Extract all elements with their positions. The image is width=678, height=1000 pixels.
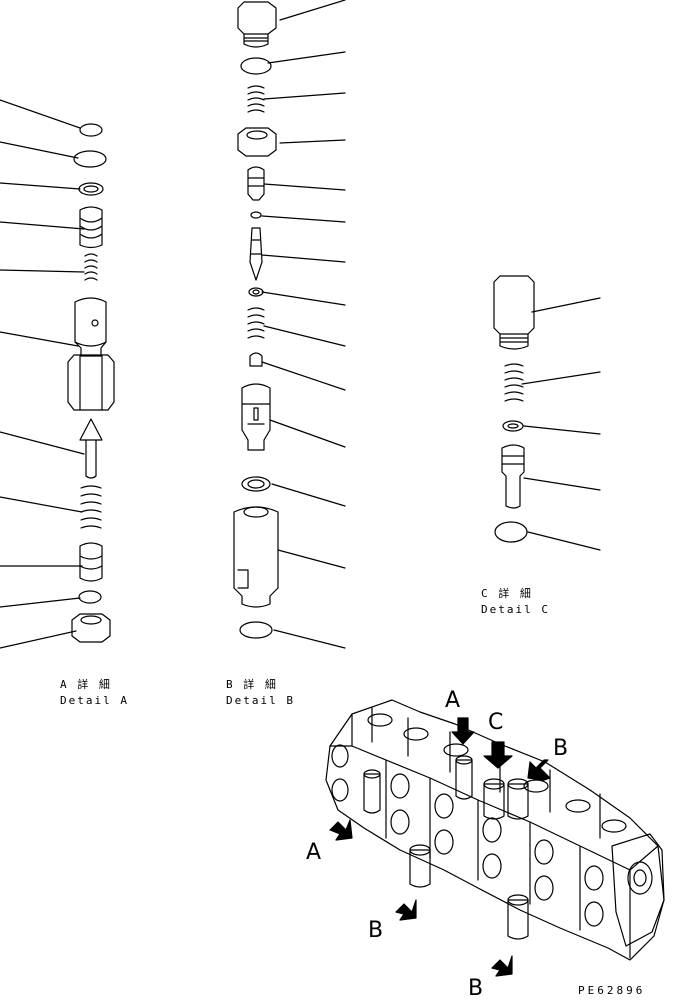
arrow-a-top — [451, 717, 475, 745]
detail-b-title-en: Detail B — [226, 694, 295, 707]
detail-a-title-en: Detail A — [60, 694, 129, 707]
arrow-a-left — [329, 819, 353, 841]
detail-c-title-en: Detail C — [481, 603, 550, 616]
detail-b-leaders — [261, 0, 346, 649]
detail-b-title-jp: B 詳 細 — [226, 678, 278, 691]
arrow-c — [483, 741, 513, 769]
arrow-b-mid — [395, 899, 417, 921]
detail-a-parts — [0, 99, 115, 649]
view-marker-b-bottom: B — [468, 976, 484, 1000]
detail-b-parts — [233, 0, 346, 649]
detail-c-leaders — [521, 297, 601, 551]
view-marker-b-mid: B — [368, 918, 384, 943]
view-marker-c: C — [488, 710, 504, 735]
detail-c-title-jp: C 詳 細 — [481, 587, 533, 600]
detail-a-leaders — [0, 99, 85, 649]
control-valve-assembly — [325, 699, 665, 961]
view-marker-a-top: A — [445, 688, 461, 713]
drawing-code: PE62896 — [578, 984, 646, 997]
view-marker-b-right: B — [553, 736, 569, 761]
detail-c-parts — [493, 275, 601, 551]
arrow-b-bottom — [491, 955, 513, 977]
view-arrows — [329, 717, 551, 977]
view-marker-a-left: A — [306, 840, 322, 865]
detail-a-title-jp: A 詳 細 — [60, 678, 112, 691]
arrow-b-right — [527, 759, 551, 781]
